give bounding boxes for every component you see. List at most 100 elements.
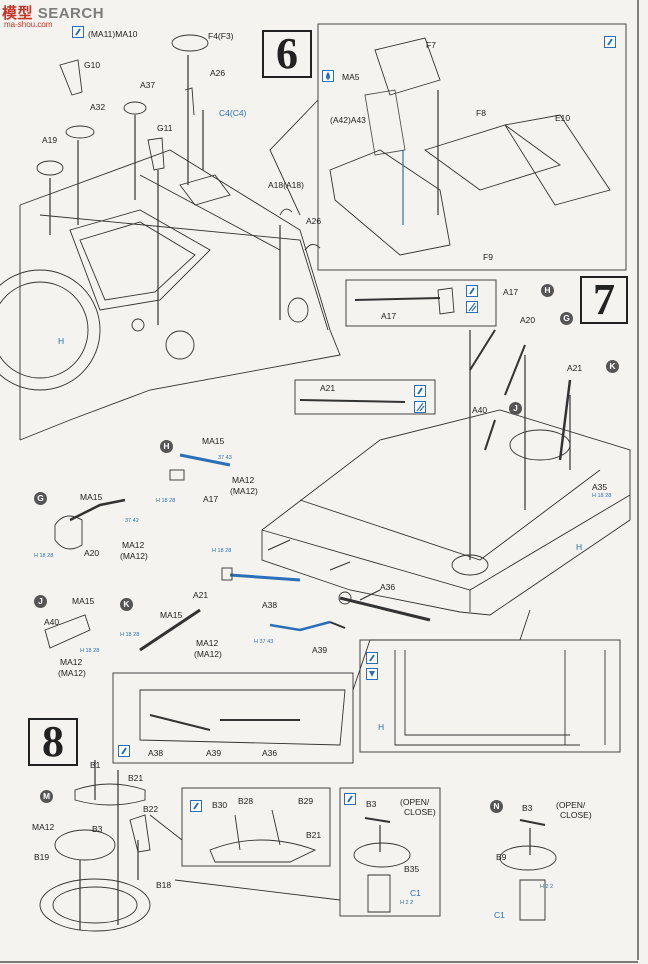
part-label: F9 [483,252,493,262]
paint-fill-icon [366,668,378,680]
glue-icon [366,652,378,664]
part-label: H [576,542,583,552]
part-label: C1 [410,888,421,898]
part-label: B1 [90,760,101,770]
callout-j-sub: J [34,595,47,608]
part-label: A39 [206,748,222,758]
callout-k: K [606,360,619,373]
part-label: (MA12) [58,668,86,678]
color-code: H 18 28 [156,498,176,504]
part-label: (MA12) [230,486,258,496]
part-label: MA12 [232,475,255,485]
part-label: F7 [426,40,436,50]
callout-g: G [560,312,573,325]
watermark-brand-text: 模型 [2,5,34,22]
step-7-number: 7 [580,276,628,324]
part-label: A36 [262,748,278,758]
part-label: (MA11)MA10 [88,29,138,39]
watermark-site-text: SEARCH [37,5,105,22]
part-label: C1 [494,910,505,920]
callout-k-sub: K [120,598,133,611]
part-label: B29 [298,796,314,806]
part-label: B30 [212,800,228,810]
callout-h-sub: H [160,440,173,453]
part-label: MA15 [72,596,95,606]
color-code: H 18 28 [34,553,54,559]
part-label: F8 [476,108,486,118]
part-label: A38 [262,600,278,610]
color-code: H 37 43 [254,639,274,645]
part-label: H [58,336,65,346]
watermark-url: ma-shou.com [4,20,53,29]
part-label: A17 [503,287,519,297]
part-label: A37 [140,80,156,90]
glue-icon [414,385,426,397]
callout-h: H [541,284,554,297]
part-label: G11 [157,123,173,133]
part-label: MA12 [60,657,83,667]
part-label: A21 [193,590,209,600]
part-label: B3 [92,824,103,834]
part-label: A17 [381,311,397,321]
part-label: C4(C4) [219,108,247,118]
paint-stripe-icon [466,301,478,313]
part-label: MA15 [202,436,225,446]
part-label: A21 [567,363,583,373]
part-label: A18(A18) [268,180,304,190]
part-label: B19 [34,852,50,862]
color-code: 37 42 [125,518,139,524]
part-label: MA12 [196,638,219,648]
part-label: (A42)A43 [330,115,366,125]
part-label: B21 [128,773,144,783]
part-label: A26 [306,216,322,226]
color-code: H 18 28 [120,632,140,638]
part-label: A19 [42,135,58,145]
glue-icon [466,285,478,297]
callout-m: M [40,790,53,803]
part-label: B21 [306,830,322,840]
part-label: MA5 [342,72,360,82]
part-label: A39 [312,645,328,655]
part-label: A40 [472,405,488,415]
paint-stripe-icon [414,401,426,413]
callout-g-sub: G [34,492,47,505]
part-label: A20 [84,548,100,558]
part-label: A17 [203,494,219,504]
color-code: H 2 2 [540,884,554,890]
part-label: MA12 [122,540,145,550]
part-label: F4(F3) [208,31,234,41]
part-label: B22 [143,804,159,814]
part-label: MA12 [32,822,55,832]
glue-icon [604,36,616,48]
color-code: H 18 28 [212,548,232,554]
watermark-brand: 模型 SEARCH [2,2,104,23]
part-label: B3 [366,799,377,809]
color-code: 37 43 [218,455,232,461]
part-label: B9 [496,852,507,862]
part-label: CLOSE) [404,807,436,817]
part-label: (OPEN/ [400,797,430,807]
part-label: (MA12) [120,551,148,561]
part-label: CLOSE) [560,810,592,820]
part-label: A21 [320,383,336,393]
part-label: A35 [592,482,608,492]
part-label: B28 [238,796,254,806]
part-label: B3 [522,803,533,813]
part-label: A20 [520,315,536,325]
part-label: (MA12) [194,649,222,659]
step-8-number: 8 [28,718,78,766]
glue-icon [344,793,356,805]
part-label: MA15 [160,610,183,620]
glue-icon [190,800,202,812]
color-code: H 18 28 [80,648,100,654]
part-label: A26 [210,68,226,78]
part-label: A36 [380,582,396,592]
color-code: H 2 2 [400,900,414,906]
callout-j: J [509,402,522,415]
part-label: A32 [90,102,106,112]
part-label: MA15 [80,492,103,502]
color-code: H 18 28 [592,493,612,499]
paint-drop-icon [322,70,334,82]
part-label: B18 [156,880,172,890]
